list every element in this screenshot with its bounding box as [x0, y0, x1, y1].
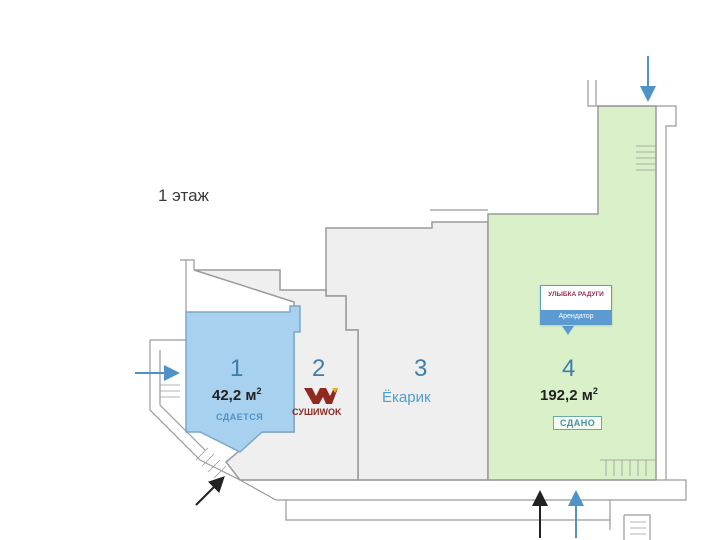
unit-1-shape[interactable]	[185, 305, 301, 453]
stairs	[160, 145, 656, 535]
tenant-brand: УЛЫБКА РАДУГИ	[548, 291, 604, 298]
unit-3-tenant-logo: Ёкарик	[382, 389, 431, 406]
unit-1-number: 1	[230, 355, 244, 382]
tenant-label: Арендатор	[541, 310, 611, 324]
unit-4-status: СДАНО	[553, 416, 603, 430]
tenant-card[interactable]: УЛЫБКА РАДУГИ Арендатор	[540, 285, 612, 325]
unit-1-area: 42,2 м2	[212, 386, 262, 404]
floor-title: 1 этаж	[158, 186, 209, 205]
unit-1-status: СДАЕТСЯ	[216, 412, 264, 422]
tenant-pointer-icon	[562, 326, 574, 335]
unit-4-number: 4	[562, 355, 576, 382]
unit-2-tenant-logo: СУШИWOK	[292, 407, 342, 417]
unit-2-number: 2	[312, 355, 326, 382]
unit-3-number: 3	[414, 355, 428, 382]
entrance-arrow-black-left	[195, 476, 225, 506]
walls	[149, 80, 687, 540]
unit-4-area: 192,2 м2	[540, 386, 598, 404]
